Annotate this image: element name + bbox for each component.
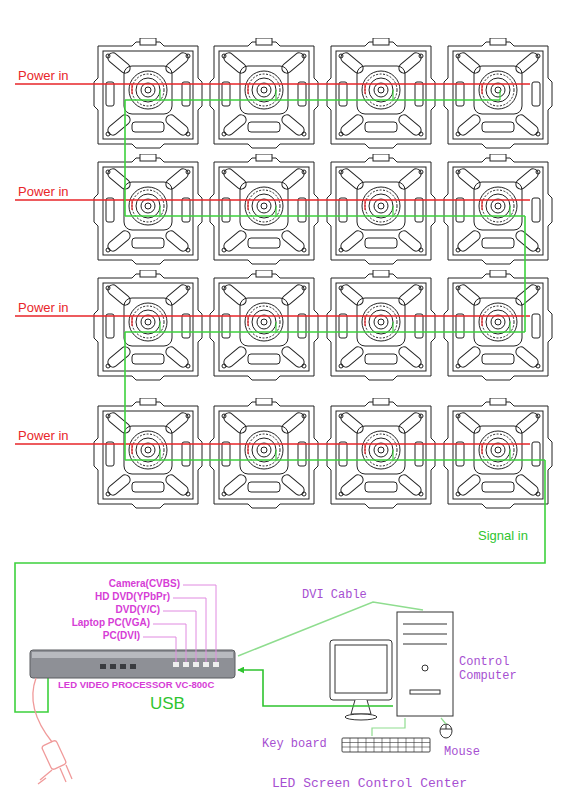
usb-cable — [238, 670, 393, 706]
mouse-cable — [441, 718, 446, 724]
node-text: Mouse — [444, 746, 480, 760]
video-processor: LED VIDEO PROCESSOR VC-800C — [28, 646, 238, 694]
node-text: LED VIDEO PROCESSOR VC-800C — [58, 680, 214, 691]
power-wires — [15, 84, 530, 454]
input-source-label: Camera(CVBS) — [109, 578, 180, 590]
power-label: Power in — [18, 69, 69, 84]
keyboard-cable — [372, 718, 405, 736]
led-cabinets — [94, 38, 552, 508]
keyboard — [342, 738, 430, 752]
input-source-label: PC(DVI) — [103, 630, 140, 642]
node-text: Control Computer — [459, 656, 525, 684]
computer-tower — [397, 612, 453, 716]
power-label: Power in — [18, 429, 69, 444]
connector-label: DVI Cable — [302, 589, 367, 603]
video-processor-device — [30, 650, 235, 678]
dvi-cable — [238, 602, 423, 656]
signal-label: Signal in — [478, 529, 528, 544]
power-label: Power in — [18, 301, 69, 316]
monitor — [330, 640, 392, 720]
keyboard-device: Key board — [262, 736, 432, 756]
power-label: Power in — [18, 185, 69, 200]
mouse-device: Mouse — [436, 724, 496, 762]
connector-label: USB — [150, 694, 185, 714]
mouse — [440, 724, 452, 738]
power-cord — [33, 678, 72, 784]
node-text: Key board — [262, 738, 327, 752]
control-computer: Control Computer — [393, 610, 525, 718]
input-source-label: HD DVD(YPbPr) — [95, 591, 170, 603]
input-source-label: DVD(Y/C) — [116, 604, 160, 616]
input-source-label: Laptop PC(VGA) — [72, 617, 150, 629]
group-caption: LED Screen Control Center — [272, 777, 467, 792]
signal-wires — [15, 90, 545, 712]
